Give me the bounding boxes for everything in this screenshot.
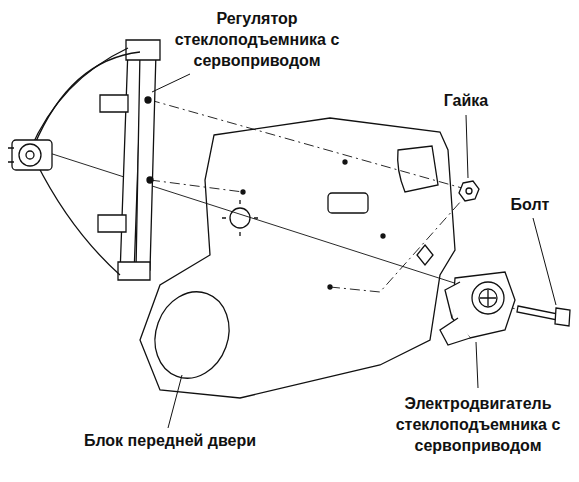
part-label: Блок передней двери — [50, 430, 290, 451]
panel-holes — [241, 160, 385, 289]
regulator-motor — [440, 272, 515, 345]
window-regulator — [8, 40, 160, 280]
panel-slot — [328, 193, 368, 213]
door-panel — [140, 118, 455, 398]
nut-hole — [466, 188, 472, 194]
nut — [459, 181, 479, 201]
panel-hole — [230, 208, 250, 228]
bolt — [517, 306, 570, 326]
part-label: Регулятор стеклоподъемника с сервопривод… — [172, 8, 342, 71]
panel-cutout — [398, 146, 438, 192]
part-label: Электродвигатель стеклоподъемника с серв… — [383, 393, 573, 456]
leader-lines — [152, 74, 556, 428]
speaker-hole — [143, 281, 241, 388]
part-label: Болт — [490, 194, 570, 215]
part-label: Гайка — [426, 90, 506, 111]
alignment-lines — [40, 100, 520, 310]
